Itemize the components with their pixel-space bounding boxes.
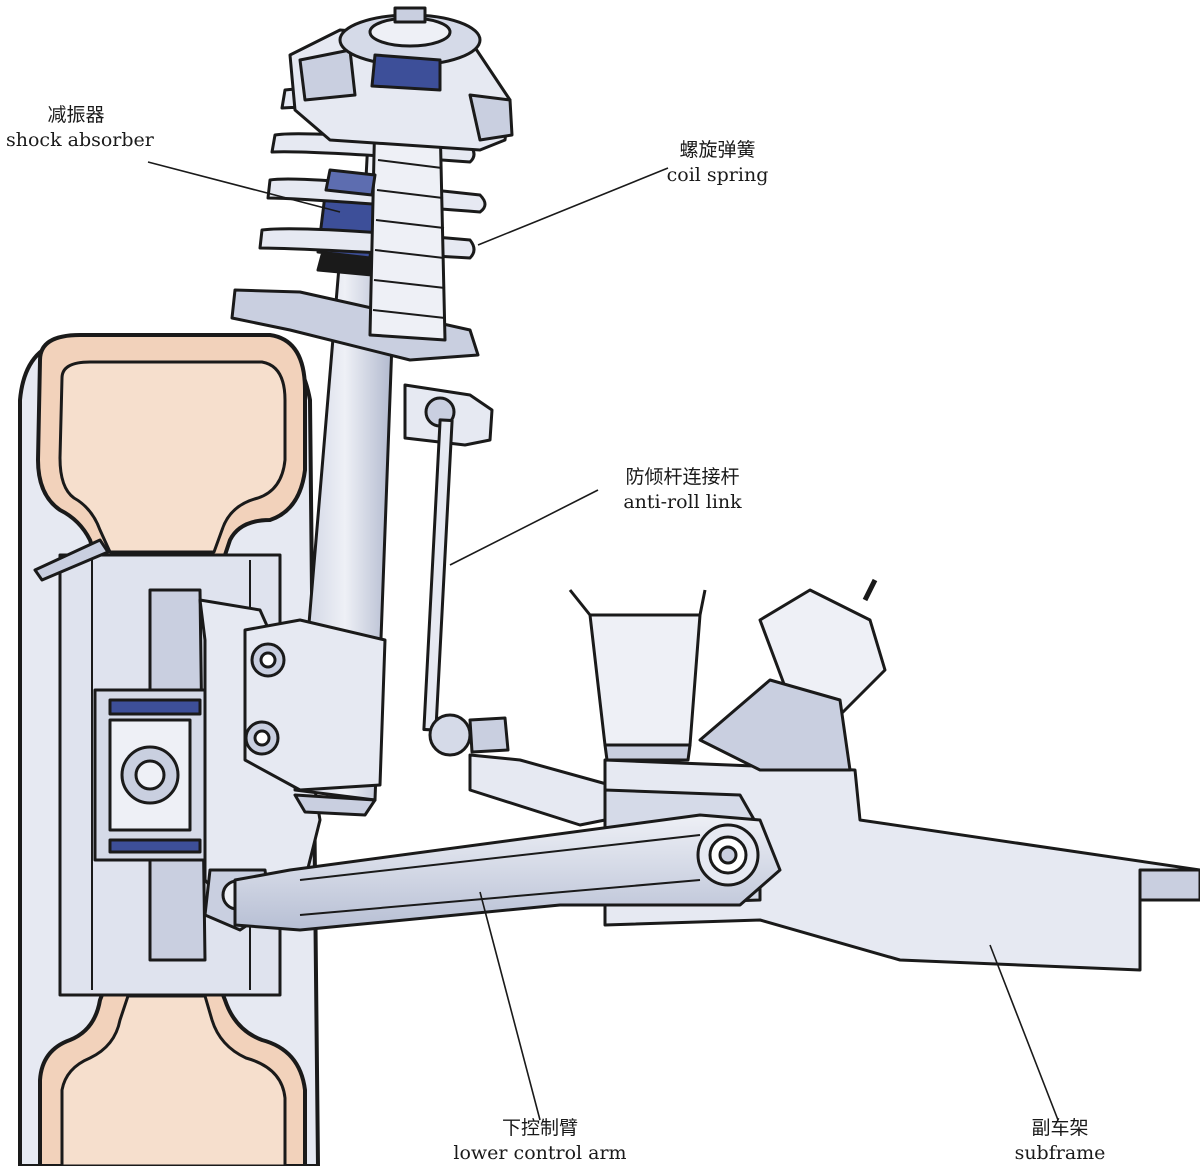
leader-shock-absorber xyxy=(147,161,341,213)
engine-mount xyxy=(588,613,702,747)
label-subframe-en: subframe xyxy=(1014,1142,1106,1164)
hub-seal-blue xyxy=(108,698,202,716)
link-lower-ball xyxy=(428,713,472,757)
label-subframe-zh: 副车架 xyxy=(1031,1117,1089,1139)
anti-roll-link xyxy=(403,383,510,757)
label-shock-absorber-zh: 减振器 xyxy=(47,104,105,126)
label-coil-spring-zh: 螺旋弹簧 xyxy=(679,139,756,161)
label-anti-roll-link-zh: 防倾杆连接杆 xyxy=(625,466,740,488)
control-arm-body xyxy=(233,813,782,932)
subframe xyxy=(568,578,1200,972)
leader-lower-control-arm xyxy=(479,891,541,1121)
top-mount xyxy=(288,6,514,152)
label-anti-roll-link: 防倾杆连接杆 anti-roll link xyxy=(600,465,765,515)
stabilizer-bar xyxy=(468,753,612,827)
leader-coil-spring xyxy=(477,167,669,246)
leader-anti-roll-link xyxy=(449,489,599,566)
leader-lines xyxy=(147,161,1059,1121)
lower-control-arm xyxy=(233,813,782,932)
leader-subframe xyxy=(989,944,1059,1121)
valve-stem xyxy=(33,538,110,582)
label-shock-absorber: 减振器 shock absorber xyxy=(6,103,154,153)
label-coil-spring-en: coil spring xyxy=(666,164,769,186)
link-rod xyxy=(422,418,454,732)
label-subframe: 副车架 subframe xyxy=(1005,1116,1115,1166)
label-lower-control-arm: 下控制臂 lower control arm xyxy=(450,1116,630,1166)
lower-spring-seat xyxy=(230,288,480,362)
tire-upper-inner xyxy=(58,360,287,554)
label-shock-absorber-en: shock absorber xyxy=(6,129,154,151)
label-lower-control-arm-zh: 下控制臂 xyxy=(501,1117,578,1139)
label-anti-roll-link-en: anti-roll link xyxy=(623,491,742,513)
label-lower-control-arm-en: lower control arm xyxy=(453,1142,627,1164)
label-coil-spring: 螺旋弹簧 coil spring xyxy=(655,138,780,188)
